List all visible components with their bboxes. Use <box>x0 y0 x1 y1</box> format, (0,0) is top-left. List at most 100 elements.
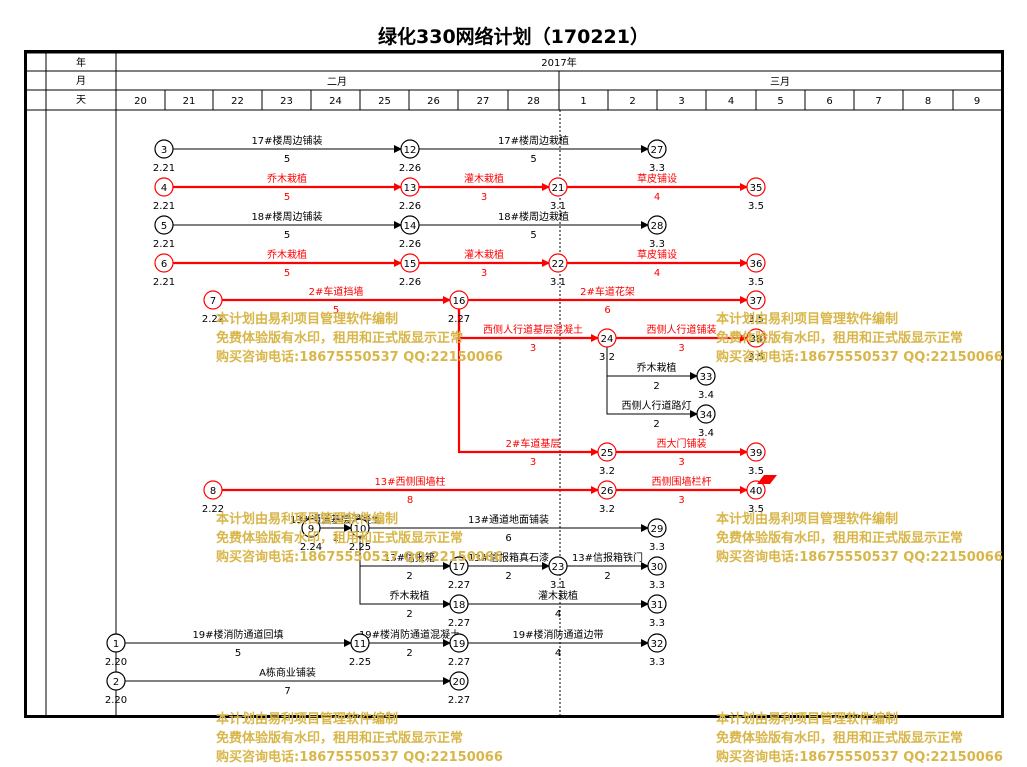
activity-duration: 7 <box>284 686 290 697</box>
activity-duration: 8 <box>407 495 413 506</box>
event-node <box>597 442 617 462</box>
event-node-id: 3 <box>161 145 167 156</box>
activity-name: 19#楼消防通道混凝土 <box>359 628 460 641</box>
event-node-date: 2.24 <box>300 542 322 553</box>
event-node-date: 3.4 <box>698 390 714 401</box>
event-node-date: 2.25 <box>349 657 371 668</box>
event-node-id: 23 <box>552 562 565 573</box>
activity-duration: 5 <box>284 192 290 203</box>
year-label: 2017年 <box>541 56 576 69</box>
event-node <box>449 633 469 653</box>
event-node-id: 6 <box>161 259 167 270</box>
activity-duration: 4 <box>654 268 660 279</box>
activity-duration: 5 <box>235 648 241 659</box>
activity-arrow <box>457 309 599 456</box>
event-node-id: 10 <box>354 524 367 535</box>
event-node <box>449 556 469 576</box>
event-node <box>203 290 223 310</box>
day-label: 2 <box>629 96 635 107</box>
activity-name: 13#信报箱 <box>384 551 435 564</box>
activity-name: 2#车道基层 <box>506 437 561 450</box>
event-node-id: 11 <box>354 639 367 650</box>
activity-name: 灌木栽植 <box>464 172 504 185</box>
event-node-date: 3.3 <box>649 163 665 174</box>
activity-name: 13#通道地面铺装 <box>468 513 549 526</box>
activity-duration: 2 <box>406 609 412 620</box>
day-label: 27 <box>477 96 490 107</box>
event-node-id: 35 <box>750 183 763 194</box>
event-node-date: 3.3 <box>649 239 665 250</box>
event-node <box>154 215 174 235</box>
activity-duration: 5 <box>284 154 290 165</box>
activity-duration: 2 <box>653 381 659 392</box>
event-node-id: 19 <box>453 639 466 650</box>
activity-name: 草皮铺设 <box>637 248 677 261</box>
day-label: 4 <box>728 96 734 107</box>
event-node-date: 2.21 <box>153 163 175 174</box>
day-label: 6 <box>826 96 832 107</box>
event-node-id: 34 <box>700 410 713 421</box>
activity-name: 18#楼周边铺装 <box>251 210 322 223</box>
event-node-date: 2.22 <box>202 314 224 325</box>
event-node-id: 26 <box>601 486 614 497</box>
day-label: 1 <box>580 96 586 107</box>
event-node <box>746 328 766 348</box>
event-node <box>400 139 420 159</box>
event-node-id: 37 <box>750 296 763 307</box>
month-label: 三月 <box>770 76 790 88</box>
event-node-id: 39 <box>750 448 763 459</box>
day-label: 23 <box>280 96 293 107</box>
event-node-date: 2.22 <box>202 504 224 515</box>
event-node-date: 2.27 <box>448 580 470 591</box>
event-node-id: 8 <box>210 486 216 497</box>
event-node <box>746 290 766 310</box>
event-node <box>449 290 469 310</box>
event-node <box>597 480 617 500</box>
event-node <box>548 253 568 273</box>
event-node-id: 24 <box>601 334 614 345</box>
event-node-id: 29 <box>651 524 664 535</box>
event-node <box>154 253 174 273</box>
activity-duration: 2 <box>505 571 511 582</box>
event-node-id: 36 <box>750 259 763 270</box>
event-node-date: 3.2 <box>599 466 615 477</box>
event-node <box>548 177 568 197</box>
event-node-date: 3.5 <box>748 314 764 325</box>
activity-name: 2#车道花架 <box>580 285 635 298</box>
event-node-id: 33 <box>700 372 713 383</box>
day-label: 24 <box>329 96 342 107</box>
event-node-id: 38 <box>750 334 763 345</box>
event-node-id: 12 <box>404 145 417 156</box>
activity-name: 乔木栽植 <box>267 172 307 185</box>
activity-duration: 5 <box>530 154 536 165</box>
event-node-date: 3.3 <box>649 542 665 553</box>
activity-duration: 3 <box>481 268 487 279</box>
page-title: 绿化330网络计划（170221） <box>378 26 649 48</box>
event-node-date: 3.1 <box>550 580 566 591</box>
day-label: 9 <box>974 96 980 107</box>
activity-duration: 3 <box>678 495 684 506</box>
activity-duration: 5 <box>284 230 290 241</box>
activity-duration: 2 <box>653 419 659 430</box>
event-node <box>746 442 766 462</box>
event-node-id: 17 <box>453 562 466 573</box>
event-node-date: 2.25 <box>349 542 371 553</box>
event-node-id: 32 <box>651 639 664 650</box>
activity-duration: 4 <box>555 609 561 620</box>
event-node-id: 7 <box>210 296 216 307</box>
day-label: 3 <box>678 96 684 107</box>
event-node-date: 2.21 <box>153 201 175 212</box>
activity-duration: 2 <box>604 571 610 582</box>
event-node-id: 13 <box>404 183 417 194</box>
event-node <box>106 671 126 691</box>
day-label: 8 <box>925 96 931 107</box>
day-label: 20 <box>134 96 147 107</box>
activity-duration: 6 <box>604 305 610 316</box>
event-node-date: 3.5 <box>748 277 764 288</box>
event-node <box>746 253 766 273</box>
day-label: 25 <box>378 96 391 107</box>
event-node-date: 2.20 <box>105 695 127 706</box>
event-node-date: 2.26 <box>399 239 421 250</box>
